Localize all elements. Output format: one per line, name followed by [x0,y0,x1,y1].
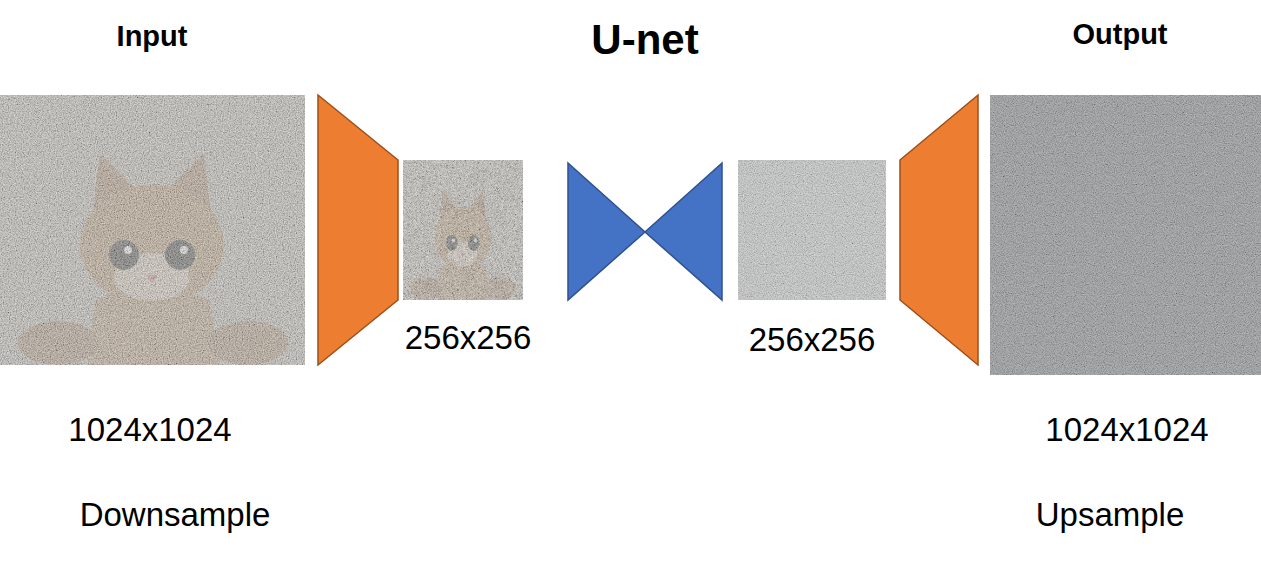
dimension-label: 1024x1024 [68,411,231,449]
stage-label: Upsample [1036,496,1185,534]
output-image: Output1024x1024 [990,95,1261,375]
dimension-label: 256x256 [405,319,532,357]
noisy-cat-image-small [403,160,523,300]
noisy-cat-image [0,95,305,365]
encoder-trapezoid [318,95,398,365]
noise-image-small [738,160,886,300]
image-heading: Output [1072,18,1167,51]
unet-output-image: 256x256 [738,160,886,300]
diagram-title: U-net [591,16,698,64]
unet-up-triangle [645,163,722,300]
input-image: Input1024x1024 [0,95,305,365]
stage-label: Downsample [80,496,271,534]
decoder-trapezoid [900,95,978,365]
dimension-label: 256x256 [749,321,876,359]
image-heading: Input [117,20,188,53]
noise-image-output [990,95,1261,375]
downsampled-image: 256x256 [403,160,523,300]
dimension-label: 1024x1024 [1045,411,1208,449]
unet-down-triangle [568,163,645,300]
